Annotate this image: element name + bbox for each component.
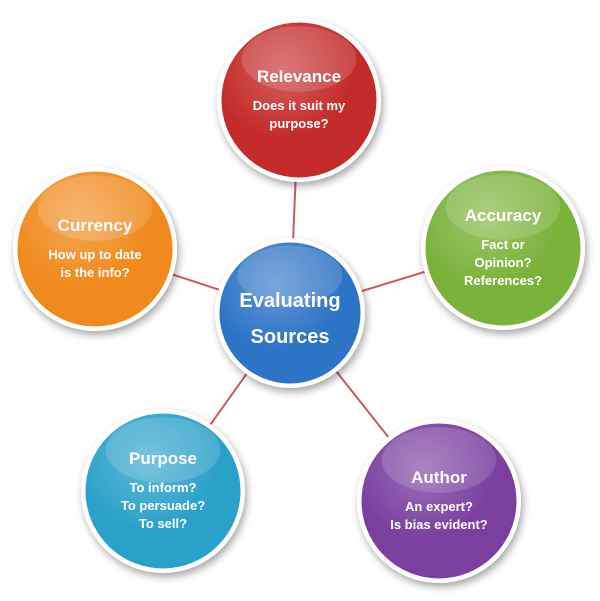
node-circle xyxy=(424,169,582,327)
node-title: Purpose xyxy=(129,449,197,468)
node-highlight xyxy=(381,427,497,493)
node-title: Currency xyxy=(58,216,133,235)
node-text-line: To persuade? xyxy=(121,498,205,513)
node-text-line: Is bias evident? xyxy=(390,517,488,532)
node-circle xyxy=(84,412,242,570)
center-text-line: Evaluating xyxy=(239,290,340,312)
node-title: Relevance xyxy=(257,67,341,86)
node-circle xyxy=(218,241,362,385)
node-circle xyxy=(16,170,174,328)
node-title: Accuracy xyxy=(465,206,542,225)
node-text-line: purpose? xyxy=(269,116,328,131)
node-author: Author An expert? Is bias evident? xyxy=(357,419,521,583)
node-title: Author xyxy=(411,468,467,487)
node-highlight xyxy=(241,26,357,92)
node-purpose: Purpose To inform? To persuade? To sell? xyxy=(81,409,245,573)
node-text-line: An expert? xyxy=(405,499,473,514)
node-text-line: Opinion? xyxy=(474,255,531,270)
node-text-line: Fact or xyxy=(481,237,524,252)
node-highlight xyxy=(445,174,561,240)
node-text-line: Does it suit my xyxy=(253,98,346,113)
node-text-line: is the info? xyxy=(60,265,129,280)
node-text-line: To sell? xyxy=(139,516,187,531)
node-text-line: References? xyxy=(464,273,542,288)
node-highlight xyxy=(37,175,153,241)
center-text-line: Sources xyxy=(251,326,330,348)
node-highlight xyxy=(237,245,343,306)
node-circle xyxy=(360,422,518,580)
node-text-line: To inform? xyxy=(130,480,197,495)
node-circle xyxy=(220,21,378,179)
node-text-line: How up to date xyxy=(48,247,141,262)
node-highlight xyxy=(105,417,221,483)
